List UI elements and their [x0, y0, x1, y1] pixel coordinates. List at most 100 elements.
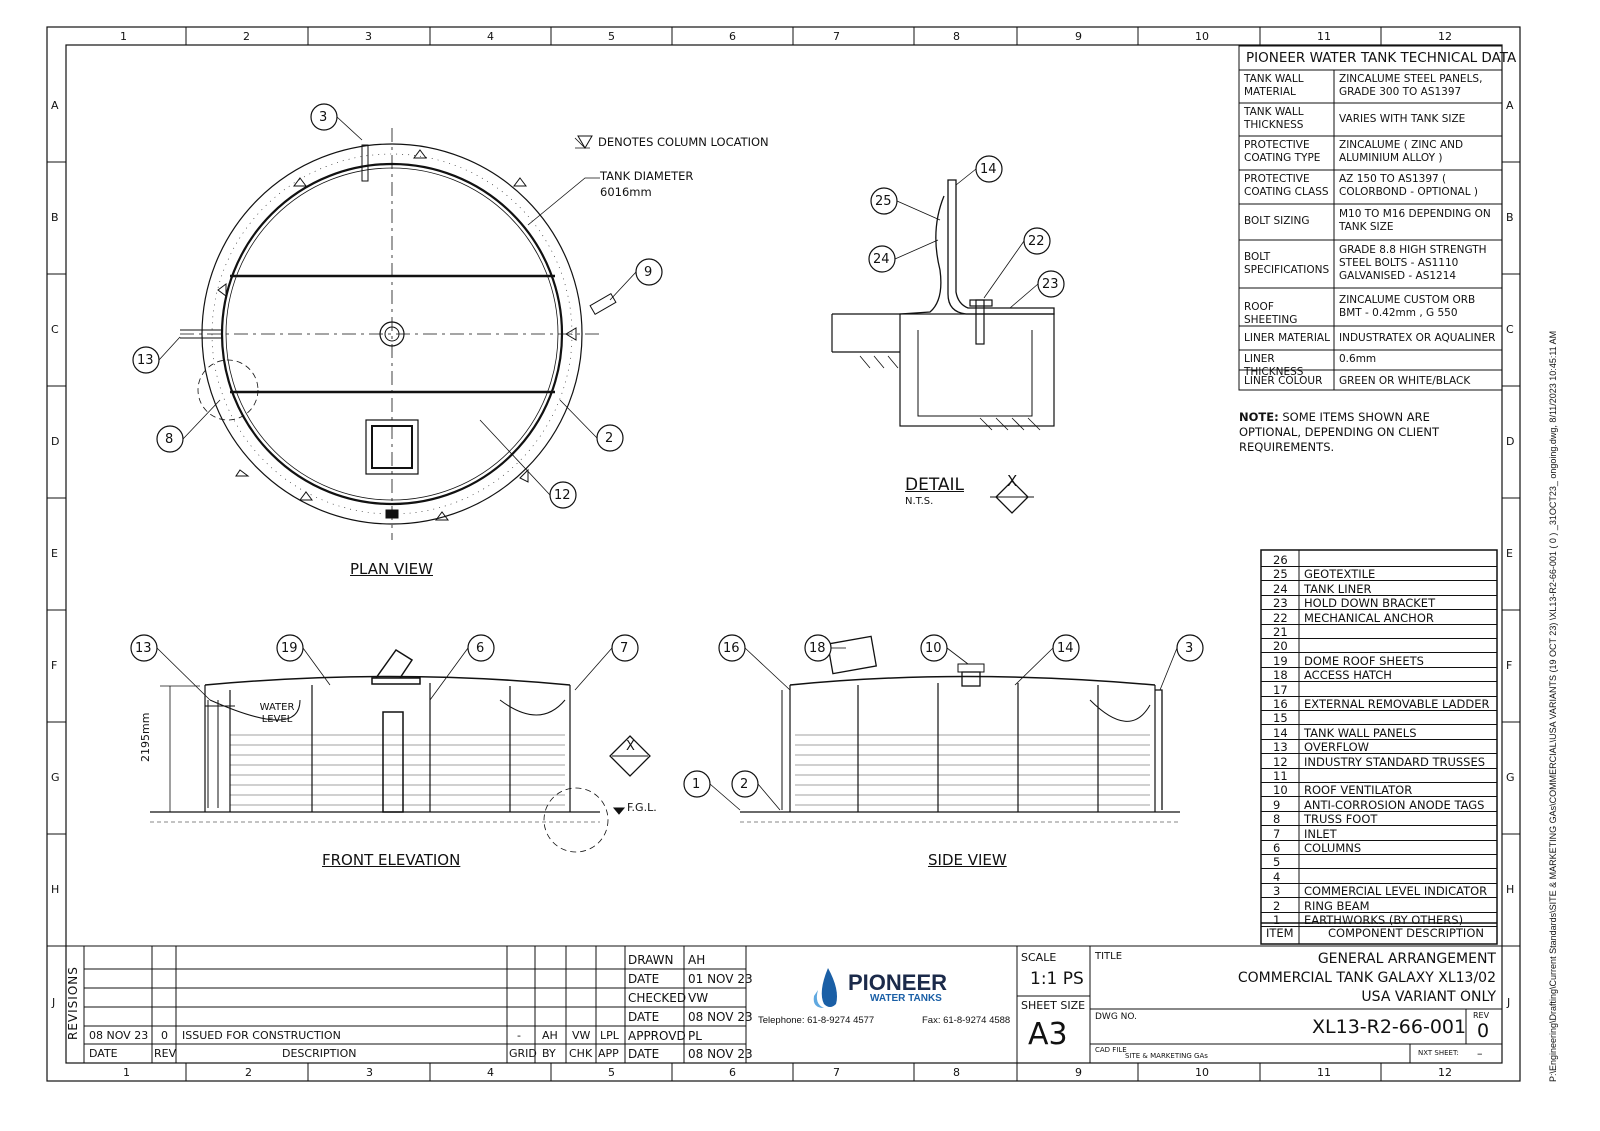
bom-item-number: 19 — [1273, 653, 1288, 668]
callout-number: 23 — [1042, 277, 1059, 292]
detail-title: DETAIL — [905, 475, 965, 495]
callout-number: 7 — [620, 641, 629, 656]
bom-item-number: 24 — [1273, 581, 1288, 596]
bom-item-description: TANK WALL PANELS — [1304, 725, 1417, 740]
callout-number: 1 — [692, 777, 701, 792]
grid-col-label: 3 — [366, 1066, 373, 1079]
grid-row-label: C — [51, 323, 59, 336]
table-row — [1261, 882, 1497, 884]
cad-file-value: SITE & MARKETING GAs — [1125, 1052, 1208, 1060]
callout-leaders — [156, 116, 1178, 811]
bom-item-number: 9 — [1273, 797, 1281, 812]
tech-table-title: PIONEER WATER TANK TECHNICAL DATA — [1246, 50, 1517, 66]
scale-label: SCALE — [1021, 951, 1057, 964]
tech-note-label: NOTE: — [1239, 410, 1279, 424]
callout-number: 16 — [723, 641, 740, 656]
title-label: TITLE — [1095, 951, 1123, 962]
callout-number: 6 — [476, 641, 485, 656]
grid-row-label: D — [1506, 435, 1515, 448]
tech-row-value: ZINCALUME STEEL PANELS, GRADE 300 TO AS1… — [1339, 73, 1483, 98]
fgl-label: F.G.L. — [627, 801, 657, 814]
bom-item-number: 7 — [1273, 826, 1281, 841]
tech-row-label: ROOF SHEETING — [1244, 301, 1298, 326]
sheet-size-value: A3 — [1028, 1017, 1068, 1052]
side-view-drawing — [740, 635, 1180, 823]
tech-row-label: PROTECTIVE COATING TYPE — [1244, 139, 1321, 164]
callout-number: 14 — [980, 162, 997, 177]
callout-number: 19 — [281, 641, 298, 656]
grid-row-label: E — [1506, 547, 1513, 560]
bom-item-description: EXTERNAL REMOVABLE LADDER — [1304, 697, 1490, 711]
grid-col-label: 4 — [487, 1066, 494, 1079]
file-path-label: P:\Engineering\Drafting\Current Standard… — [1548, 330, 1558, 1082]
grid-col-label: 12 — [1438, 30, 1452, 43]
telephone: Telephone: 61-8-9274 4577 — [758, 1015, 875, 1026]
tech-row-label: PROTECTIVE COATING CLASS — [1244, 173, 1329, 198]
callout-number: 14 — [1057, 641, 1074, 656]
tech-note: NOTE: SOME ITEMS SHOWN ARE OPTIONAL, DEP… — [1239, 410, 1489, 455]
bom-item-description: EARTHWORKS (BY OTHERS) — [1304, 913, 1464, 927]
drawn-label: DRAWN — [628, 953, 674, 967]
tech-row-label: LINER THICKNESS — [1244, 353, 1304, 378]
tech-table-lines — [1238, 45, 1503, 391]
table-row — [1261, 652, 1497, 654]
callout-number: 2 — [605, 431, 614, 446]
date-value: 01 NOV 23 — [688, 972, 753, 986]
rev-header-by: BY — [542, 1047, 556, 1060]
bom-item-description: OVERFLOW — [1304, 740, 1370, 755]
grid-row-label: G — [1506, 771, 1515, 784]
table-row — [1261, 825, 1497, 827]
rev-value: 0 — [1477, 1020, 1490, 1042]
drawn-value: AH — [688, 953, 706, 967]
front-elevation-title: FRONT ELEVATION — [322, 851, 461, 869]
grid-col-label: 10 — [1195, 1066, 1209, 1079]
callout-number: 9 — [644, 265, 653, 280]
bom-header-item: ITEM — [1266, 926, 1294, 940]
tank-height-dimension: 2195mm — [139, 712, 152, 762]
table-row — [1261, 637, 1497, 639]
bom-item-description: RING BEAM — [1304, 898, 1370, 913]
grid-col-label: 7 — [833, 30, 840, 43]
bom-item-description: INLET — [1304, 826, 1337, 841]
bom-item-description: DOME ROOF SHEETS — [1304, 653, 1424, 668]
rev-row-desc: ISSUED FOR CONSTRUCTION — [182, 1029, 341, 1042]
bom-item-number: 21 — [1273, 625, 1288, 639]
rev-row-by: AH — [542, 1029, 558, 1042]
grid-col-label: 8 — [953, 30, 960, 43]
grid-col-label: 12 — [1438, 1066, 1452, 1079]
bom-item-description: GEOTEXTILE — [1304, 567, 1376, 582]
rev-row-app: LPL — [600, 1029, 619, 1042]
tech-row-label: TANK WALL MATERIAL — [1244, 73, 1304, 98]
callout-number: 10 — [925, 641, 942, 656]
grid-col-label: 11 — [1317, 30, 1331, 43]
title-line-2: COMMERCIAL TANK GALAXY XL13/02 — [1237, 970, 1496, 986]
tech-row-value: ZINCALUME CUSTOM ORB BMT - 0.42mm , G 55… — [1339, 294, 1476, 319]
grid-col-label: 11 — [1317, 1066, 1331, 1079]
rev-header-rev: REV — [154, 1047, 177, 1060]
tech-row-label: LINER COLOUR — [1244, 375, 1323, 387]
scale-value: 1:1 PS — [1030, 969, 1084, 989]
rev-row-rev: 0 — [161, 1029, 168, 1042]
table-row — [1261, 781, 1497, 783]
tech-row-value: INDUSTRATEX OR AQUALINER — [1339, 332, 1496, 344]
grid-row-label: C — [1506, 323, 1514, 336]
bom-item-description: ANTI-CORROSION ANODE TAGS — [1304, 797, 1485, 812]
grid-col-label: 8 — [953, 1066, 960, 1079]
callout-number: 12 — [554, 488, 571, 503]
revisions-label: REVISIONS — [66, 966, 80, 1040]
column-location-note: DENOTES COLUMN LOCATION — [598, 135, 769, 149]
outer-border — [46, 26, 1521, 1082]
grid-col-label: 6 — [729, 30, 736, 43]
callout-number: 24 — [873, 252, 890, 267]
bom-item-description: COMMERCIAL LEVEL INDICATOR — [1304, 884, 1488, 899]
bom-item-number: 8 — [1273, 812, 1281, 827]
grid-col-label: 6 — [729, 1066, 736, 1079]
bom-item-number: 10 — [1273, 783, 1288, 798]
checked-value: VW — [688, 991, 709, 1005]
table-row — [1261, 853, 1497, 855]
table-row — [1261, 897, 1497, 899]
table-row — [1261, 839, 1497, 841]
callout-number: 13 — [137, 353, 154, 368]
bom-item-number: 11 — [1273, 769, 1288, 783]
grid-col-label: 9 — [1075, 30, 1082, 43]
